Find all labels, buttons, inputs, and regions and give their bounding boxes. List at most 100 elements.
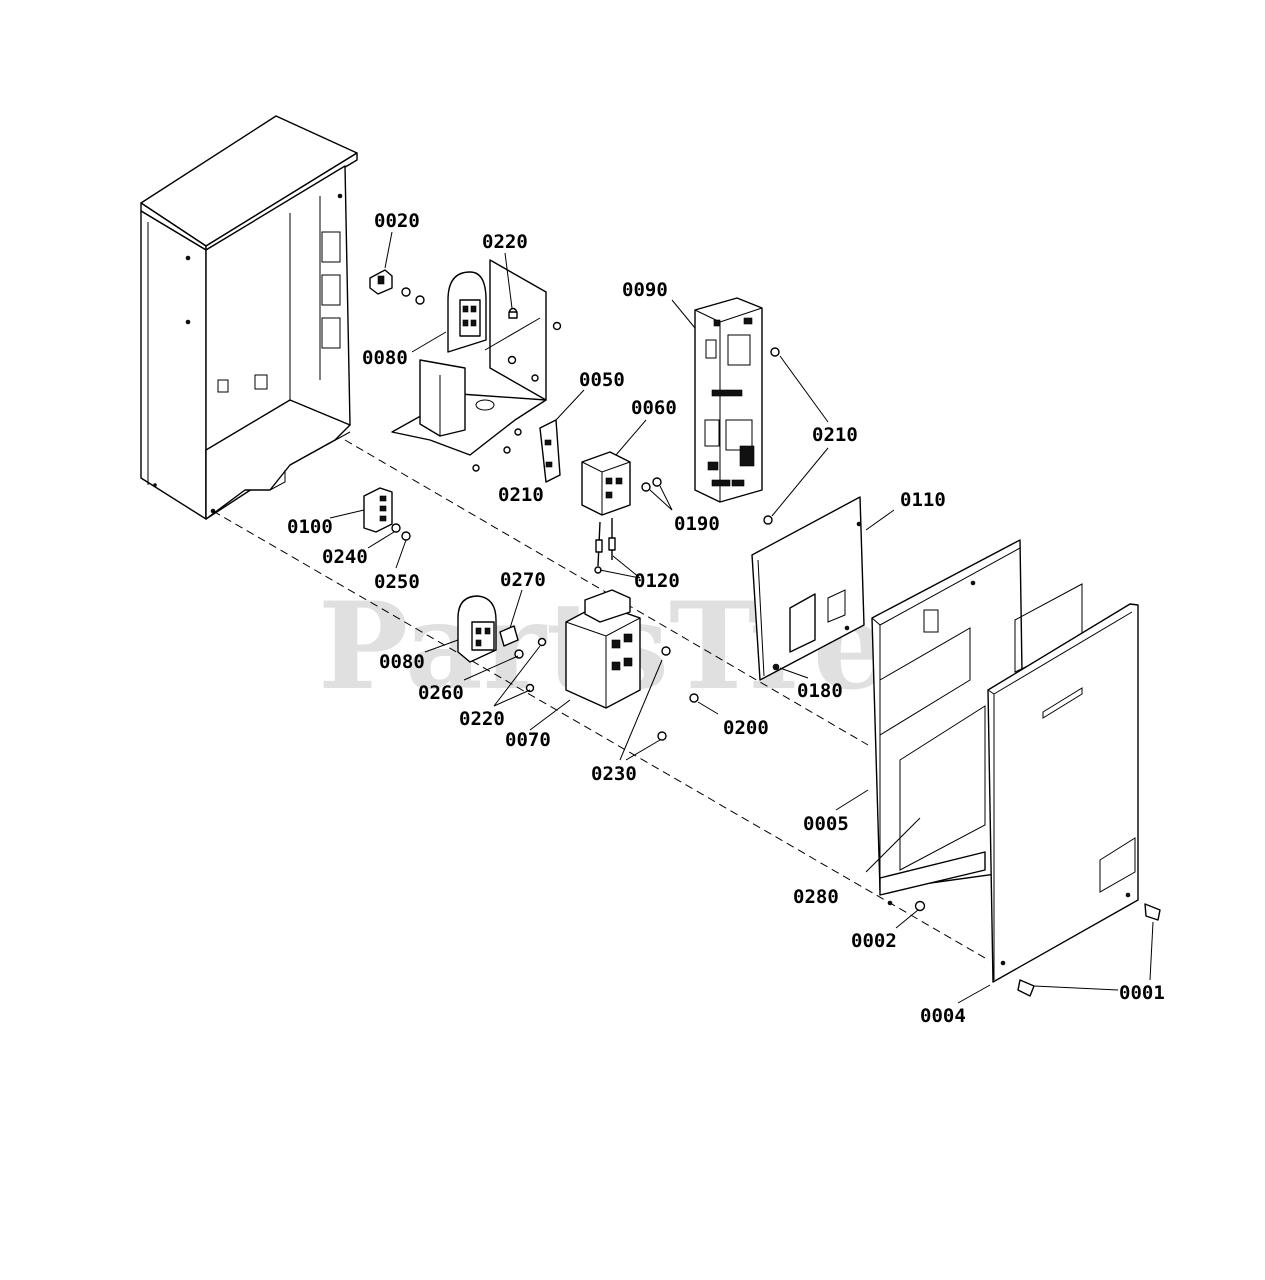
cabinet-floor-line bbox=[289, 431, 351, 466]
callout-0270: 0270 bbox=[500, 569, 546, 591]
callout-0200: 0200 bbox=[723, 717, 769, 739]
leader-0190 bbox=[649, 489, 673, 511]
leader-0001 bbox=[1033, 985, 1119, 991]
leader-0080 bbox=[424, 639, 459, 653]
strip-terminal bbox=[379, 495, 387, 502]
plate-line bbox=[484, 317, 541, 351]
board-panel bbox=[694, 297, 763, 503]
nut-0250 bbox=[401, 531, 411, 541]
leader-0210 bbox=[771, 447, 829, 517]
callout-0260: 0260 bbox=[418, 682, 464, 704]
callout-0180: 0180 bbox=[797, 680, 843, 702]
guide-line bbox=[212, 510, 986, 959]
callout-labels: 0020 0220 0090 0080 0050 0060 0210 0210 … bbox=[287, 210, 1165, 1027]
bracket-slot bbox=[544, 439, 552, 446]
leader-0110 bbox=[865, 509, 895, 531]
part-0090-control-board bbox=[671, 297, 829, 525]
leader-0220 bbox=[493, 689, 531, 707]
watermark-text: PartsTree bbox=[318, 576, 965, 717]
enclosure-cabinet bbox=[140, 115, 358, 520]
bracket-slot bbox=[545, 461, 553, 468]
part-0080-lower-terminal bbox=[424, 589, 524, 681]
panel-hole bbox=[844, 625, 850, 631]
board-relay bbox=[727, 334, 751, 366]
board-component bbox=[705, 339, 717, 359]
frame-bottom-lip bbox=[879, 851, 986, 896]
cabinet-knockout bbox=[321, 317, 341, 349]
leader-0001 bbox=[1149, 921, 1154, 981]
screw-0200 bbox=[689, 693, 699, 703]
leader-0090 bbox=[671, 299, 696, 329]
cabinet-knockout bbox=[217, 379, 229, 393]
washer-0240 bbox=[391, 523, 401, 533]
cabinet-floor-notch bbox=[269, 470, 286, 491]
screw-shank bbox=[508, 311, 518, 319]
latch-0001 bbox=[1144, 903, 1161, 921]
frame-slot bbox=[923, 609, 939, 633]
door-hole bbox=[1000, 960, 1006, 966]
callout-0090: 0090 bbox=[622, 279, 668, 301]
callout-0250: 0250 bbox=[374, 571, 420, 593]
door-label bbox=[1099, 837, 1136, 893]
inner-panel bbox=[751, 496, 865, 681]
part-0050-bracket bbox=[472, 389, 585, 483]
screw-head bbox=[472, 464, 480, 472]
contactor-terminal bbox=[623, 633, 633, 643]
part-0070-contactor bbox=[493, 589, 719, 761]
latch-0001 bbox=[1017, 979, 1035, 997]
leader-0120 bbox=[599, 569, 641, 579]
strip-body bbox=[363, 487, 393, 533]
label-0280 bbox=[899, 705, 986, 871]
leader-0120 bbox=[612, 555, 641, 579]
leader-0080 bbox=[411, 331, 447, 353]
leader-0240 bbox=[367, 531, 395, 549]
callout-0005: 0005 bbox=[803, 813, 849, 835]
board-component bbox=[725, 419, 753, 451]
terminal-slot bbox=[470, 319, 477, 327]
screw-head bbox=[531, 374, 539, 382]
callout-0080: 0080 bbox=[379, 651, 425, 673]
contactor-terminal bbox=[623, 657, 633, 667]
terminal-slot bbox=[475, 627, 482, 635]
panel-hole bbox=[856, 521, 862, 527]
leader-0210 bbox=[779, 355, 829, 423]
cabinet-knockout bbox=[254, 374, 268, 390]
base-plate bbox=[391, 393, 547, 456]
callout-0060: 0060 bbox=[631, 397, 677, 419]
callout-0080: 0080 bbox=[362, 347, 408, 369]
plate-hole bbox=[475, 399, 495, 411]
panel-cutout bbox=[827, 589, 846, 623]
relay-terminal bbox=[605, 491, 613, 499]
board-component bbox=[713, 319, 721, 327]
screw-head bbox=[537, 637, 547, 647]
bracket-body bbox=[539, 419, 561, 483]
leader-0180 bbox=[779, 667, 809, 679]
callout-0280: 0280 bbox=[793, 886, 839, 908]
door-handle-slot bbox=[1042, 687, 1083, 719]
leader-0270 bbox=[509, 589, 523, 629]
screw-head bbox=[552, 321, 562, 331]
panel-cutout bbox=[789, 593, 816, 653]
leader-0260 bbox=[463, 655, 519, 681]
terminal-face bbox=[459, 299, 481, 337]
cabinet-knockout bbox=[321, 231, 341, 263]
screw-head bbox=[507, 355, 517, 365]
cabinet-hole bbox=[153, 483, 157, 487]
door-hole bbox=[1125, 892, 1131, 898]
callout-0002: 0002 bbox=[851, 930, 897, 952]
callout-0020: 0020 bbox=[374, 210, 420, 232]
leader-0070 bbox=[529, 699, 571, 731]
board-connector bbox=[707, 461, 719, 471]
callout-0220: 0220 bbox=[459, 708, 505, 730]
screw-head bbox=[525, 683, 535, 693]
part-mounting-plate bbox=[391, 252, 562, 456]
screw-head bbox=[657, 731, 667, 741]
door-edge bbox=[993, 611, 1133, 695]
contactor-terminal bbox=[611, 661, 621, 671]
callout-0100: 0100 bbox=[287, 516, 333, 538]
cabinet-hole bbox=[185, 319, 191, 325]
cabinet-left-panel bbox=[140, 210, 207, 520]
board-connector bbox=[731, 479, 745, 487]
